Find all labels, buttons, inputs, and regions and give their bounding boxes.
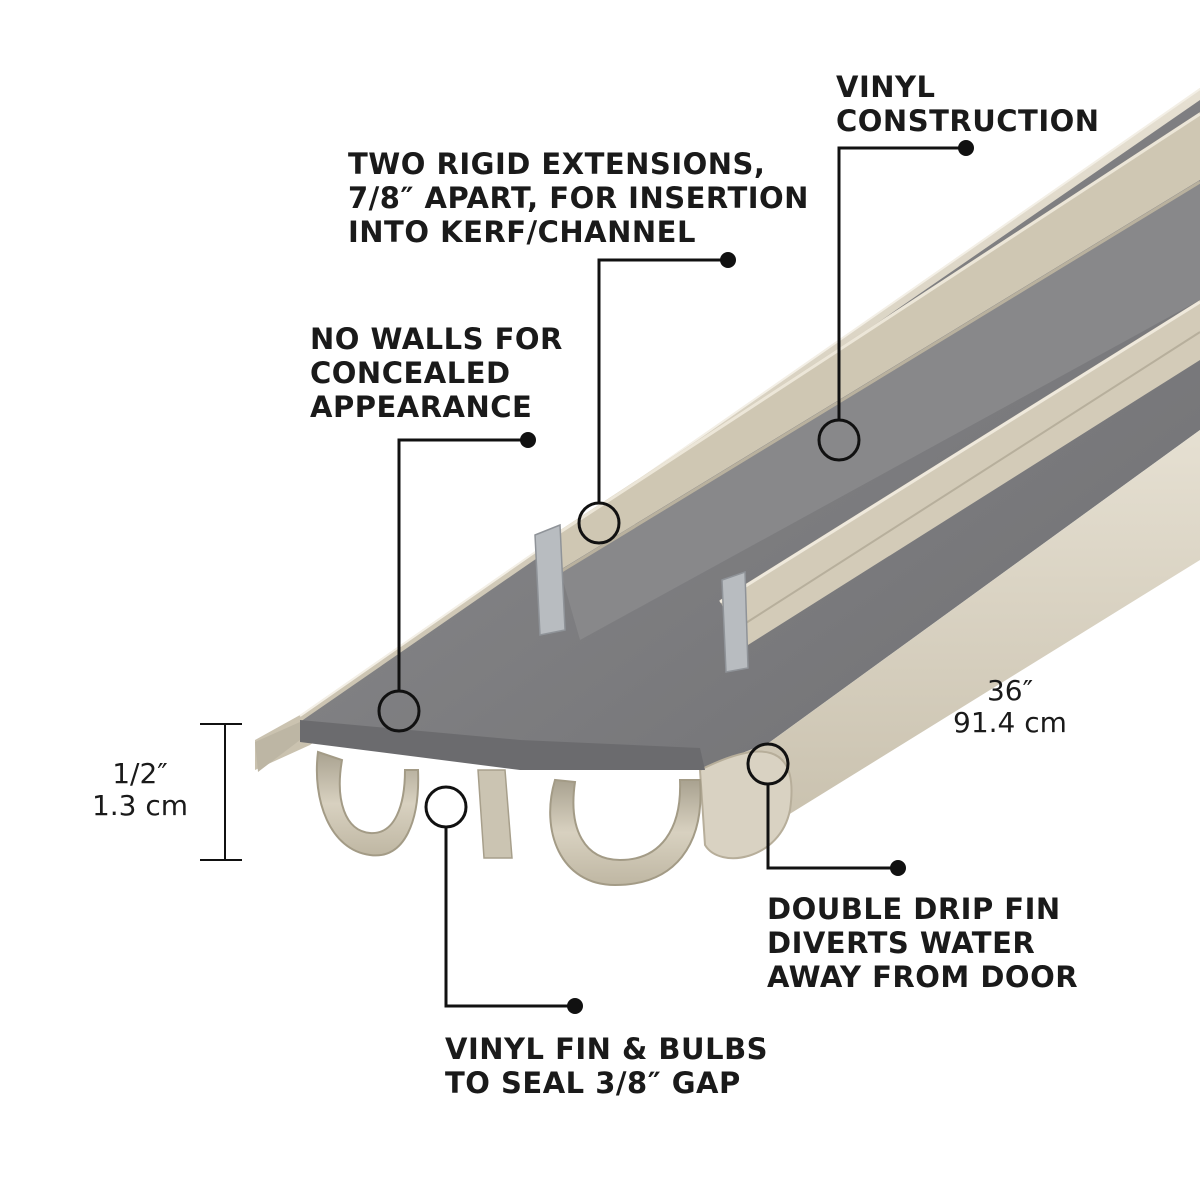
lower-rail-edge: [719, 300, 1200, 604]
left-gray-fin: [255, 722, 300, 772]
callout-line: NO WALLS FOR: [310, 322, 563, 356]
far-lip-highlight: [299, 88, 1200, 717]
upper-gray-channel: [560, 180, 1200, 640]
rigid-extensions-dot: [720, 252, 736, 268]
vinyl-construction-leader: [837, 146, 966, 420]
length-cm: 91.4 cm: [953, 706, 1067, 739]
door-sweep-product: [255, 88, 1200, 887]
vinyl-fin-bulbs-dot: [567, 998, 583, 1014]
callout-line: AWAY FROM DOOR: [767, 960, 1079, 994]
extension-fin-a: [534, 523, 566, 636]
gray-profile-edge: [300, 720, 705, 770]
drip-fin-curve: [698, 750, 793, 860]
callout-line: VINYL FIN & BULBS: [445, 1032, 769, 1066]
length-inches: 36″: [986, 674, 1034, 707]
height-dimension: [200, 723, 242, 861]
callout-vinyl-construction: VINYL CONSTRUCTION: [836, 70, 1100, 138]
center-vinyl-fin: [477, 769, 513, 859]
callout-double-drip-fin: DOUBLE DRIP FIN DIVERTS WATER AWAY FROM …: [767, 892, 1078, 994]
callout-line: APPEARANCE: [310, 390, 533, 424]
no-walls-ring: [377, 689, 421, 733]
vinyl-construction-dot: [958, 140, 974, 156]
right-bulb: [549, 778, 702, 887]
callout-line: TO SEAL 3/8″ GAP: [445, 1066, 741, 1100]
upper-tan-rail: [545, 112, 1200, 570]
callout-line: DIVERTS WATER: [767, 926, 1036, 960]
rigid-extensions-ring: [577, 501, 621, 545]
double-drip-fin-dot: [890, 860, 906, 876]
upper-rail-groove: [559, 180, 1200, 574]
no-walls-dot: [520, 432, 536, 448]
callout-leaders: [397, 146, 966, 1008]
callout-line: TWO RIGID EXTENSIONS,: [348, 147, 766, 181]
front-tan-drip-fin: [700, 430, 1200, 830]
vinyl-fin-bulbs-ring: [424, 785, 468, 829]
callout-line: 7/8″ APART, FOR INSERTION: [348, 181, 809, 215]
callout-line: VINYL: [836, 70, 936, 104]
callout-line: DOUBLE DRIP FIN: [767, 892, 1061, 926]
height-inches: 1/2″: [112, 757, 168, 790]
callout-no-walls: NO WALLS FOR CONCEALED APPEARANCE: [310, 322, 563, 424]
vinyl-fin-bulbs-leader: [444, 828, 575, 1008]
height-cm: 1.3 cm: [91, 789, 189, 822]
vinyl-construction-ring: [817, 418, 861, 462]
lower-rail-groove: [734, 331, 1200, 631]
callout-vinyl-fin-bulbs: VINYL FIN & BULBS TO SEAL 3/8″ GAP: [445, 1032, 768, 1100]
extension-fin-b: [721, 570, 749, 673]
left-bulb: [315, 750, 420, 857]
no-walls-leader: [397, 438, 528, 690]
leader-end-dots: [520, 140, 974, 1014]
callout-line: INTO KERF/CHANNEL: [348, 215, 696, 249]
double-drip-fin-ring: [746, 742, 790, 786]
double-drip-fin-leader: [766, 785, 898, 870]
callout-line: CONCEALED: [310, 356, 511, 390]
callout-line: CONSTRUCTION: [836, 104, 1100, 138]
rigid-extensions-leader: [597, 258, 728, 502]
callout-target-rings: [377, 418, 861, 829]
height-dimension-label: 1/2″ 1.3 cm: [70, 758, 210, 822]
callout-rigid-extensions: TWO RIGID EXTENSIONS, 7/8″ APART, FOR IN…: [348, 147, 809, 249]
length-dimension-label: 36″ 91.4 cm: [930, 675, 1090, 739]
upper-rail-edge: [544, 112, 1200, 544]
